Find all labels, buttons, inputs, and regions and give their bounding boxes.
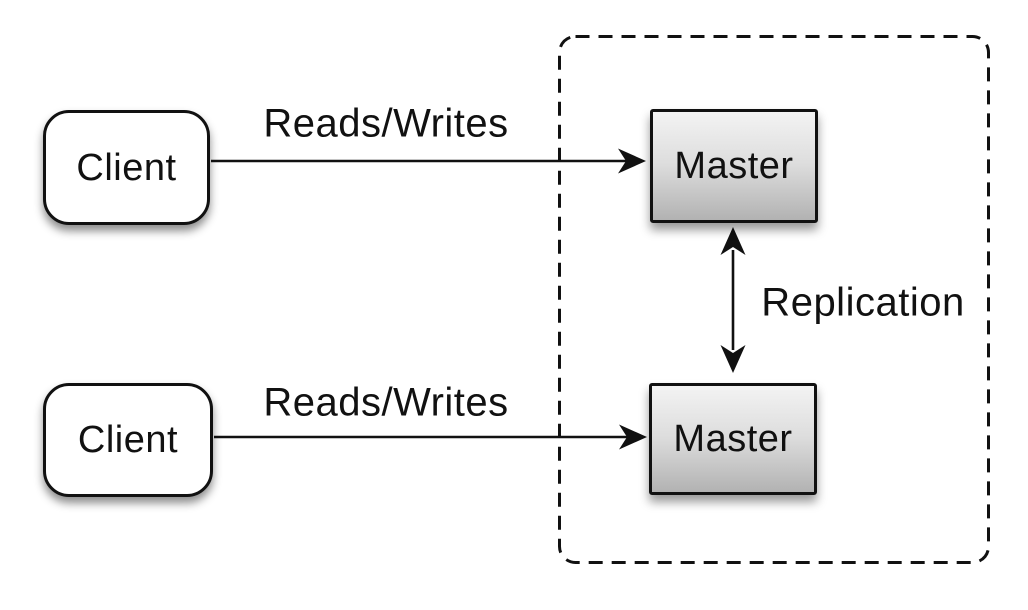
- node-client-bottom: Client: [43, 383, 213, 497]
- arrow-replication: [720, 227, 746, 373]
- node-client-bottom-label: Client: [77, 419, 179, 461]
- arrowhead-up-icon: [720, 227, 746, 255]
- node-master-bottom-label: Master: [673, 418, 793, 460]
- node-client-top-label: Client: [76, 146, 177, 189]
- arrow-reads-writes-top: [211, 148, 646, 174]
- node-master-top: Master: [650, 109, 818, 223]
- edge-label-replication: Replication: [761, 280, 965, 325]
- arrowhead-right-icon: [618, 148, 646, 174]
- node-client-top: Client: [43, 110, 210, 225]
- arrowhead-right-icon: [619, 424, 647, 450]
- node-master-bottom: Master: [649, 383, 817, 495]
- node-master-top-label: Master: [674, 145, 794, 187]
- arrowhead-down-icon: [720, 345, 746, 373]
- replication-group-border: [558, 35, 990, 564]
- edge-label-reads-writes-top: Reads/Writes: [263, 101, 509, 146]
- edge-label-reads-writes-bottom: Reads/Writes: [263, 380, 509, 425]
- arrow-reads-writes-bottom: [214, 424, 647, 450]
